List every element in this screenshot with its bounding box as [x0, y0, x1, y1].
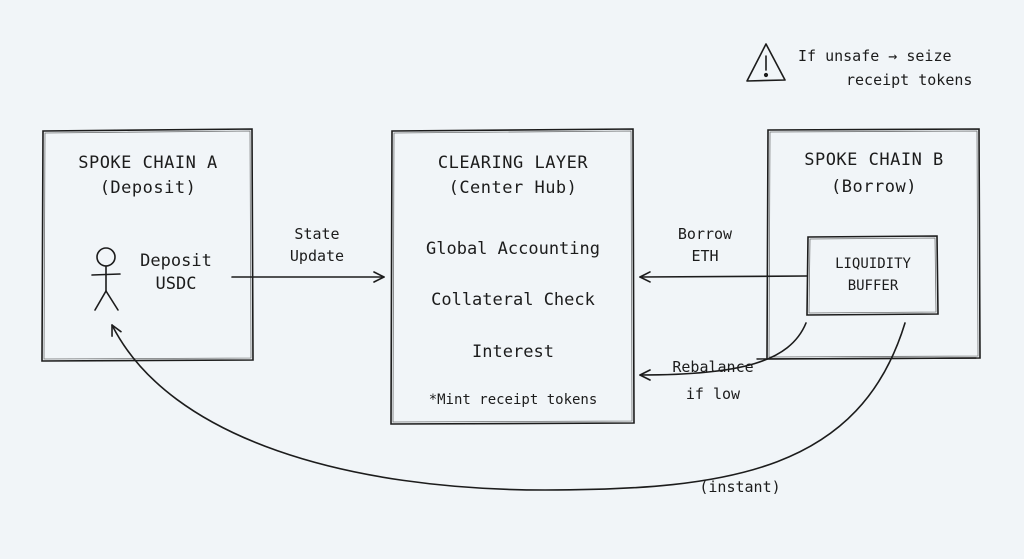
stick-figure-user-icon: [91, 247, 121, 311]
instant-label: (instant): [699, 478, 781, 496]
rebalance-label-line-1: Rebalance: [672, 358, 754, 376]
clearing-layer-box: [390, 128, 635, 425]
liquidity-buffer-box: [806, 235, 939, 316]
clearing-item-collateral-check: Collateral Check: [431, 290, 595, 310]
spoke-b-title: SPOKE CHAIN B: [804, 150, 944, 170]
deposit-label-line-1: Deposit: [140, 251, 212, 271]
rebalance-label-line-2: if low: [685, 385, 741, 403]
borrow-label-line-1: Borrow: [677, 225, 733, 243]
warning-line-1: If unsafe → seize: [798, 47, 952, 65]
state-update-label-line-2: Update: [289, 247, 345, 265]
spoke-chain-a-box: [41, 128, 254, 362]
deposit-label-line-2: USDC: [155, 274, 197, 294]
spoke-a-title: SPOKE CHAIN A: [78, 153, 218, 173]
clearing-subtitle: (Center Hub): [448, 178, 578, 198]
warning-line-2: receipt tokens: [846, 71, 973, 89]
clearing-item-interest: Interest: [472, 342, 554, 362]
state-update-label-line-1: State: [294, 225, 340, 243]
rebalance-arrow: [639, 322, 807, 381]
borrow-label-line-2: ETH: [691, 247, 719, 265]
buffer-label-line-2: BUFFER: [847, 278, 899, 294]
instant-arrow: [111, 322, 906, 491]
spoke-chain-b-box: [766, 128, 981, 360]
clearing-item-global-accounting: Global Accounting: [426, 239, 600, 259]
spoke-b-subtitle: (Borrow): [831, 177, 917, 197]
clearing-note: *Mint receipt tokens: [428, 392, 598, 408]
spoke-a-subtitle: (Deposit): [99, 178, 197, 198]
clearing-title: CLEARING LAYER: [437, 153, 589, 173]
warning-triangle-icon: [746, 43, 786, 82]
buffer-label-line-1: LIQUIDITY: [835, 256, 911, 272]
borrow-arrow: [639, 271, 808, 283]
rebalance-underline: [756, 357, 977, 360]
